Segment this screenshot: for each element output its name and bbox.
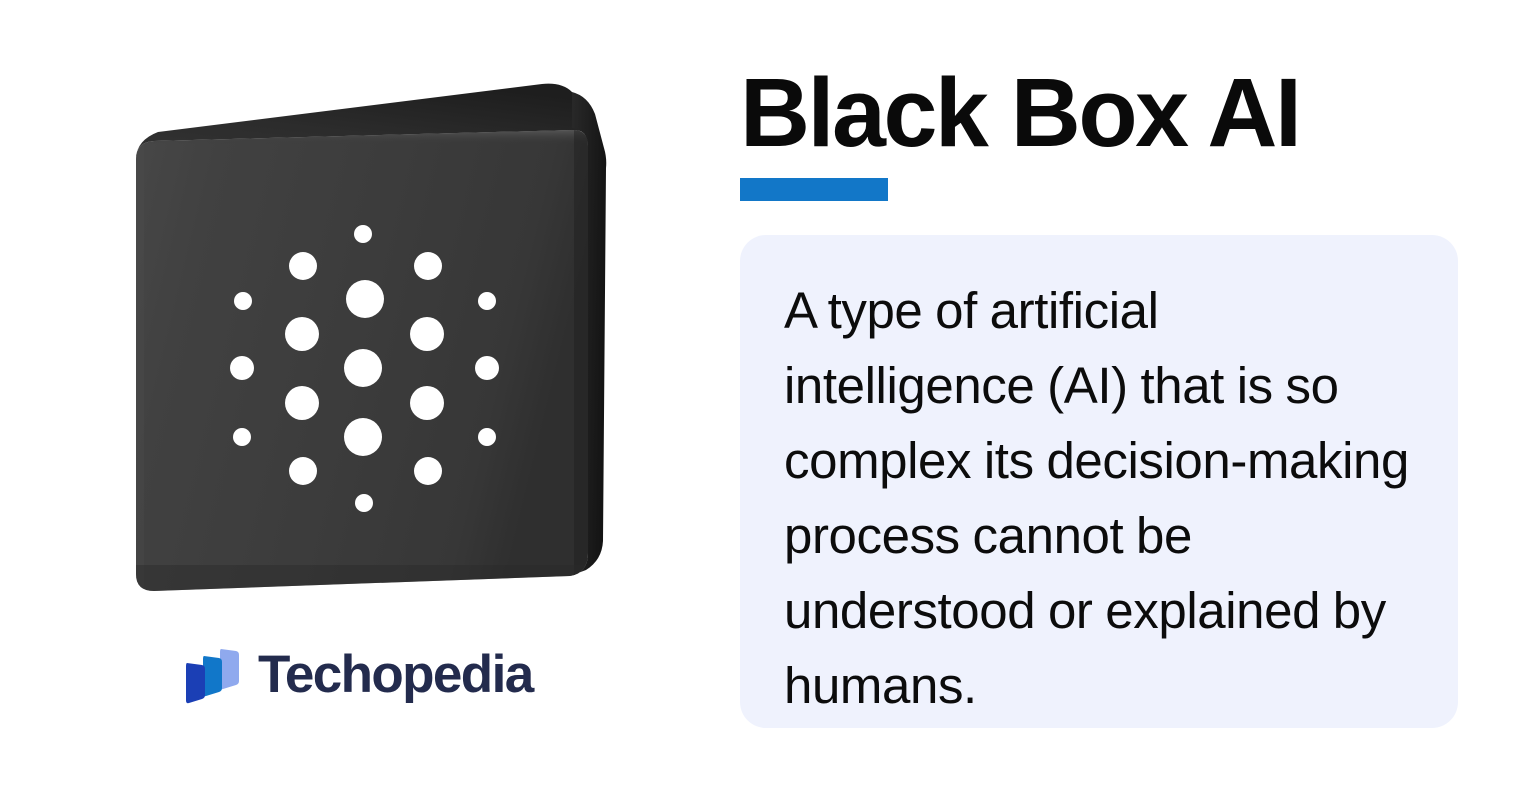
techopedia-logo[interactable]: Techopedia xyxy=(180,636,560,712)
accent-underline xyxy=(740,178,888,201)
definition-card: A type of artificial intelligence (AI) t… xyxy=(740,235,1458,728)
black-box-illustration xyxy=(110,60,620,620)
techopedia-wordmark: Techopedia xyxy=(258,644,534,704)
content-panel: Black Box AI A type of artificial intell… xyxy=(715,0,1536,788)
techopedia-mark-icon xyxy=(186,649,239,704)
dot-pattern xyxy=(230,225,499,512)
definition-text: A type of artificial intelligence (AI) t… xyxy=(784,282,1409,714)
black-box-3d-icon xyxy=(136,83,607,591)
page-title: Black Box AI xyxy=(740,58,1302,167)
box-side-face xyxy=(570,92,607,576)
illustration-panel: Techopedia xyxy=(0,0,715,788)
box-top-face xyxy=(136,83,588,159)
